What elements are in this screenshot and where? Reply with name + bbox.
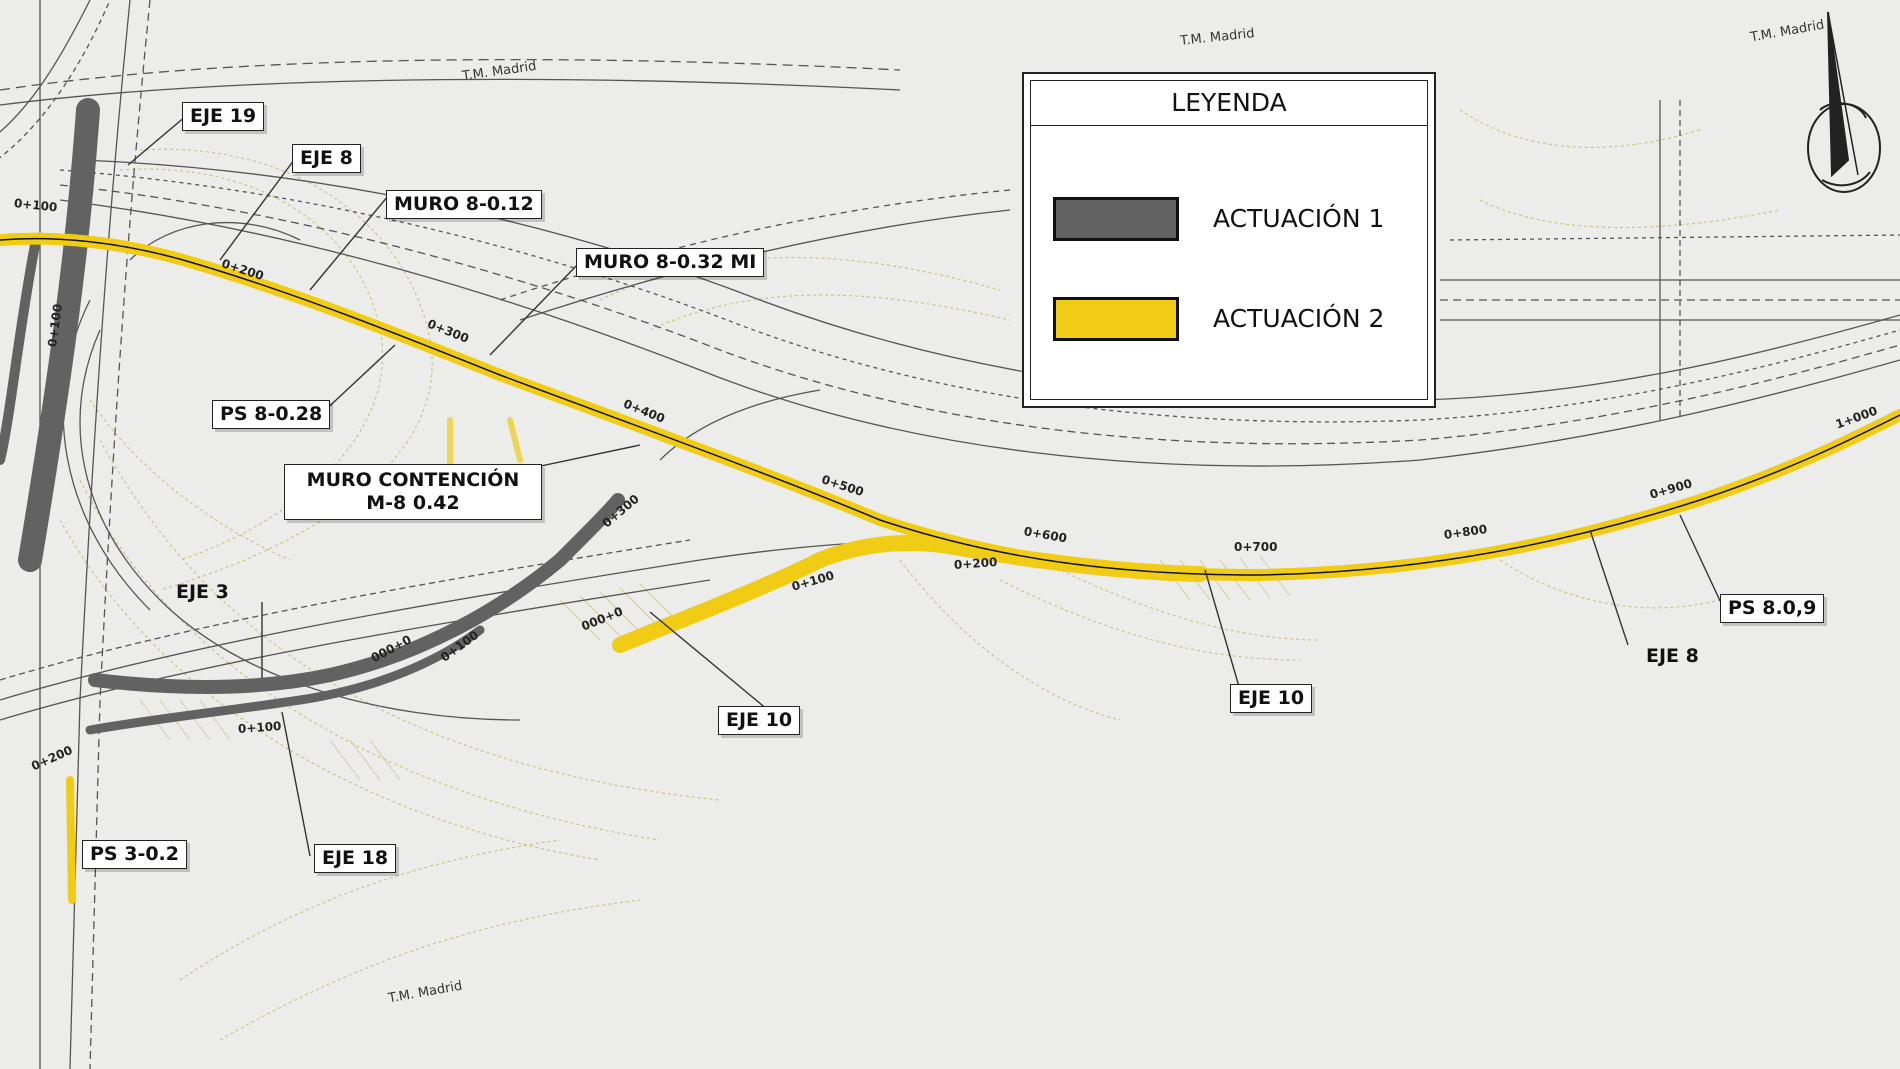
label-ps-8-09: PS 8.0,9 <box>1720 594 1825 623</box>
terrain-contours <box>59 109 1781 1041</box>
label-eje-8: EJE 8 <box>292 144 361 173</box>
label-eje-10-right: EJE 10 <box>1230 684 1313 713</box>
legend-label-actuacion-2: ACTUACIÓN 2 <box>1213 304 1385 333</box>
terrain-hatching <box>139 555 1291 781</box>
label-ps-8-028: PS 8-0.28 <box>212 400 331 429</box>
label-muro-contencion-line1: MURO CONTENCIÓN <box>306 469 520 491</box>
label-muro-8-032: MURO 8-0.32 MI <box>576 248 765 277</box>
legend-label-actuacion-1: ACTUACIÓN 1 <box>1213 204 1385 233</box>
legend-box: LEYENDA ACTUACIÓN 1 ACTUACIÓN 2 <box>1022 72 1436 408</box>
legend-inner-frame: LEYENDA ACTUACIÓN 1 ACTUACIÓN 2 <box>1030 80 1428 400</box>
legend-title: LEYENDA <box>1031 81 1427 126</box>
label-muro-contencion: MURO CONTENCIÓN M-8 0.42 <box>284 464 542 520</box>
actuacion-2-roads <box>0 232 1900 904</box>
label-eje-8-right: EJE 8 <box>1646 645 1699 667</box>
legend-item-actuacion-1: ACTUACIÓN 1 <box>1053 197 1417 243</box>
label-eje-10-left: EJE 10 <box>718 706 801 735</box>
legend-swatch-actuacion-2 <box>1053 297 1179 341</box>
legend-item-actuacion-2: ACTUACIÓN 2 <box>1053 297 1417 343</box>
label-eje-3: EJE 3 <box>176 581 229 603</box>
legend-swatch-actuacion-1 <box>1053 197 1179 241</box>
label-eje-19: EJE 19 <box>182 102 265 131</box>
label-ps-3-02: PS 3-0.2 <box>82 840 187 869</box>
actuacion-1-roads <box>0 98 625 735</box>
chainage-mark: 0+700 <box>1234 540 1278 554</box>
label-eje-18: EJE 18 <box>314 844 397 873</box>
label-muro-8-012: MURO 8-0.12 <box>386 190 542 219</box>
label-muro-contencion-line2: M-8 0.42 <box>366 491 460 514</box>
north-arrow-icon <box>1807 11 1881 193</box>
